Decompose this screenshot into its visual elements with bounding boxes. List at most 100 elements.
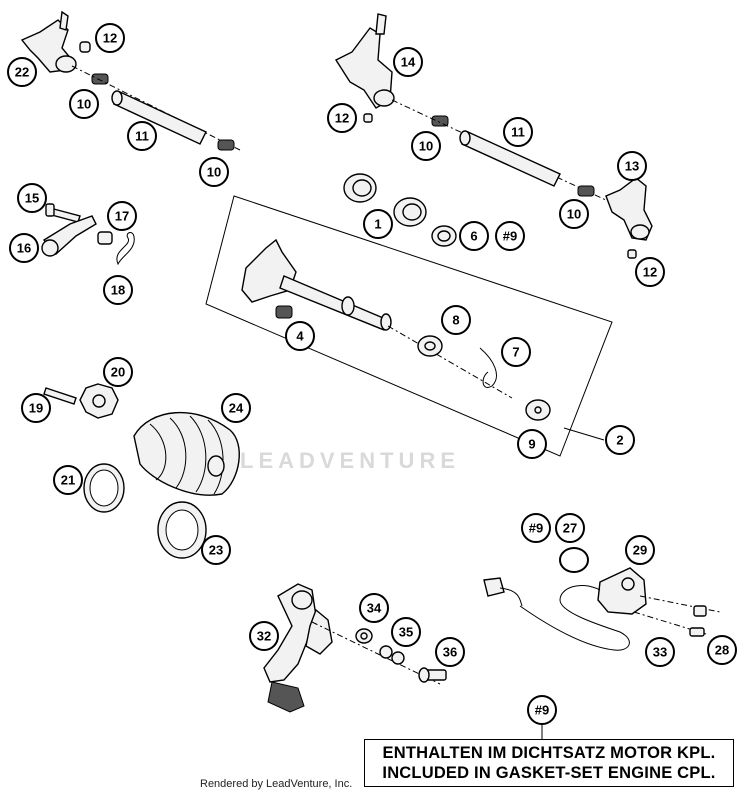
- svg-text:#9: #9: [535, 703, 549, 718]
- callout-23[interactable]: 23: [201, 535, 231, 565]
- callout-34[interactable]: 34: [359, 593, 389, 623]
- callout-11[interactable]: 11: [127, 121, 157, 151]
- callout-9-asterisk[interactable]: #9: [521, 513, 551, 543]
- svg-text:34: 34: [367, 601, 382, 616]
- watermark: LEADVENTURE: [240, 448, 461, 473]
- callout-27[interactable]: 27: [555, 513, 585, 543]
- ring-21: [83, 463, 125, 513]
- footer-credit: Rendered by LeadVenture, Inc.: [200, 778, 353, 790]
- callout-12[interactable]: 12: [635, 257, 665, 287]
- callout-20[interactable]: 20: [103, 357, 133, 387]
- svg-text:7: 7: [512, 345, 519, 360]
- callout-11[interactable]: 11: [503, 117, 533, 147]
- svg-text:14: 14: [401, 55, 416, 70]
- svg-text:23: 23: [209, 543, 223, 558]
- shift-shaft-frame: [205, 195, 613, 457]
- pin-12a: [79, 41, 91, 53]
- callout-10[interactable]: 10: [411, 131, 441, 161]
- svg-text:11: 11: [511, 125, 525, 140]
- spring-4: [275, 305, 293, 319]
- svg-text:28: 28: [715, 643, 729, 658]
- callout-14[interactable]: 14: [393, 47, 423, 77]
- sleeve-17: [97, 231, 113, 245]
- callout-9-asterisk[interactable]: #9: [495, 221, 525, 251]
- callout-6[interactable]: 6: [459, 221, 489, 251]
- spring-10d: [577, 185, 595, 197]
- svg-text:13: 13: [625, 159, 639, 174]
- callout-10[interactable]: 10: [69, 89, 99, 119]
- callout-21[interactable]: 21: [53, 465, 83, 495]
- svg-text:9: 9: [528, 437, 535, 452]
- lever-16: [41, 215, 97, 257]
- svg-text:29: 29: [633, 543, 647, 558]
- shift-shaft: [241, 238, 392, 331]
- callout-28[interactable]: 28: [707, 635, 737, 665]
- shift-fork-13: [605, 177, 653, 241]
- callout-24[interactable]: 24: [221, 393, 251, 423]
- callout-7[interactable]: 7: [501, 337, 531, 367]
- callout-10[interactable]: 10: [559, 199, 589, 229]
- connector: [483, 577, 523, 607]
- axis-line-f: [311, 621, 441, 685]
- svg-text:20: 20: [111, 365, 125, 380]
- spring-10a: [91, 73, 109, 85]
- callout-12[interactable]: 12: [327, 103, 357, 133]
- shaft-11b: [459, 130, 561, 187]
- callout-10[interactable]: 10: [199, 157, 229, 187]
- svg-text:33: 33: [653, 645, 667, 660]
- seal-6: [431, 225, 457, 247]
- sensor-29: [597, 567, 647, 615]
- svg-text:11: 11: [135, 129, 149, 144]
- svg-text:#9: #9: [529, 521, 543, 536]
- bolt-19: [43, 387, 77, 405]
- sensor-cable: [519, 585, 630, 651]
- callout-32[interactable]: 32: [249, 621, 279, 651]
- callout-2[interactable]: 2: [605, 425, 635, 455]
- star-20: [79, 383, 119, 419]
- svg-text:8: 8: [452, 313, 459, 328]
- shift-fork-14: [334, 13, 395, 109]
- svg-text:1: 1: [374, 217, 381, 232]
- pin-12c: [627, 249, 637, 259]
- callout-16[interactable]: 16: [9, 233, 39, 263]
- shaft-11a: [111, 90, 207, 145]
- svg-text:18: 18: [111, 283, 125, 298]
- callout-13[interactable]: 13: [617, 151, 647, 181]
- svg-text:24: 24: [229, 401, 244, 416]
- callout-12[interactable]: 12: [95, 23, 125, 53]
- callout-18[interactable]: 18: [103, 275, 133, 305]
- bolt-36: [418, 667, 447, 683]
- callout-29[interactable]: 29: [625, 535, 655, 565]
- spring-18: [116, 232, 135, 266]
- svg-text:17: 17: [115, 209, 129, 224]
- svg-text:12: 12: [335, 111, 349, 126]
- callout-36[interactable]: 36: [435, 637, 465, 667]
- callout-35[interactable]: 35: [391, 617, 421, 647]
- callout-1[interactable]: 1: [363, 209, 393, 239]
- washer-34: [355, 628, 373, 644]
- axis-line-c: [387, 325, 513, 399]
- bearing-1b: [393, 197, 427, 227]
- note-line-german: ENTHALTEN IM DICHTSATZ MOTOR KPL.: [382, 744, 716, 762]
- svg-text:6: 6: [470, 229, 477, 244]
- shift-fork-22: [20, 10, 77, 73]
- svg-text:12: 12: [643, 265, 657, 280]
- callout-22[interactable]: 22: [7, 57, 37, 87]
- callout-4[interactable]: 4: [285, 321, 315, 351]
- callout-33[interactable]: 33: [645, 637, 675, 667]
- callout-17[interactable]: 17: [107, 201, 137, 231]
- axis-line-e: [633, 611, 707, 635]
- leader-2: [563, 427, 605, 441]
- callout-19[interactable]: 19: [21, 393, 51, 423]
- bearing-23: [157, 501, 207, 559]
- callout-9[interactable]: 9: [517, 429, 547, 459]
- callout-8[interactable]: 8: [441, 305, 471, 335]
- screw-28: [693, 605, 707, 617]
- callout-9-asterisk[interactable]: #9: [527, 695, 557, 725]
- callout-15[interactable]: 15: [17, 183, 47, 213]
- sleeve-8: [417, 335, 443, 357]
- spring-10c: [431, 115, 449, 127]
- svg-text:36: 36: [443, 645, 457, 660]
- svg-text:10: 10: [77, 97, 91, 112]
